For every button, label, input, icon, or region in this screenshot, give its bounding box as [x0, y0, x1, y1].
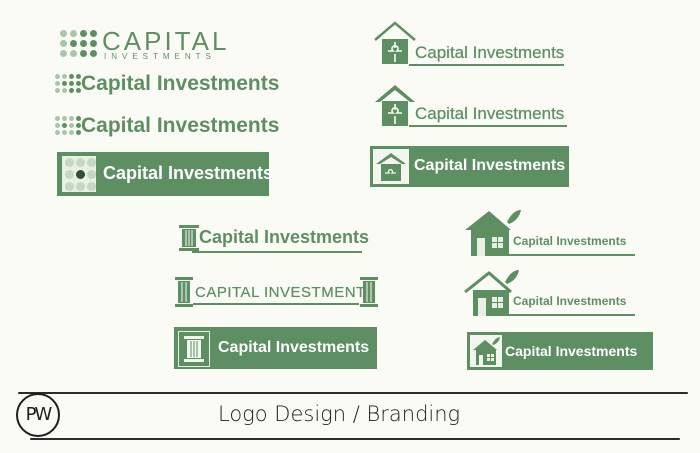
icon-frame	[178, 331, 210, 367]
logo-puzzle-2: Capital Investments	[373, 82, 568, 128]
underline-divider	[409, 125, 567, 127]
logo-subname: INVESTMENTS	[104, 52, 216, 61]
monogram-text: PW	[25, 404, 53, 425]
underline-divider	[509, 254, 635, 256]
logo-dots-box: Capital Investments	[57, 152, 273, 196]
pillar-icon	[360, 277, 378, 307]
monogram-logo: PW	[16, 393, 60, 437]
logo-dots-caps: CAPITAL INVESTMENTS	[60, 26, 260, 64]
house-leaf-icon	[464, 270, 519, 316]
underline-divider	[509, 314, 635, 316]
footer-caption: Logo Design / Branding	[218, 402, 461, 426]
logo-house-1: Capital Investments	[463, 208, 638, 258]
logo-house-2: Capital Investments	[463, 268, 638, 318]
pillar-icon	[184, 336, 204, 362]
logo-text: Capital Investments	[199, 227, 370, 247]
logo-text: Capital Investments	[415, 104, 565, 123]
logo-puzzle-1: Capital Investments	[373, 20, 568, 66]
logo-text: Capital Investments	[103, 163, 274, 183]
logo-column-1: Capital Investments	[178, 222, 369, 254]
logo-name: CAPITAL	[102, 26, 230, 56]
puzzle-house-icon	[375, 85, 415, 126]
logo-house-box: Capital Investments	[467, 332, 653, 370]
logo-column-box: Capital Investments	[174, 327, 377, 369]
dots-grid-icon	[55, 74, 81, 93]
underline-divider	[192, 251, 362, 253]
icon-frame	[373, 149, 409, 184]
icon-frame	[470, 335, 502, 367]
logo-text: Capital Investments	[513, 234, 627, 248]
logo-dots-2: Capital Investments	[55, 114, 279, 140]
footer-bottom-rule	[30, 438, 680, 440]
logo-column-caps: CAPITAL INVESTMENTS	[175, 277, 378, 309]
logo-text: CAPITAL INVESTMENTS	[195, 284, 377, 301]
logo-text: Capital Investments	[81, 72, 280, 95]
underline-divider	[193, 303, 359, 305]
footer-top-rule	[18, 392, 688, 394]
logo-text: Capital Investments	[415, 43, 565, 62]
logo-text: Capital Investments	[218, 339, 370, 356]
dots-grid-icon	[62, 156, 96, 192]
logo-text: Capital Investments	[414, 157, 566, 174]
logo-puzzle-box: Capital Investments	[370, 146, 569, 187]
logo-text: Capital Investments	[81, 114, 280, 137]
logo-dots-1: Capital Investments	[55, 72, 279, 98]
puzzle-house-icon	[374, 21, 416, 64]
dots-grid-icon	[55, 116, 81, 135]
pillar-icon	[175, 277, 193, 307]
logo-text: Capital Investments	[513, 294, 627, 308]
house-leaf-icon	[465, 210, 521, 256]
pillar-icon	[179, 225, 199, 251]
puzzle-house-icon	[376, 153, 406, 181]
house-leaf-icon	[473, 337, 500, 365]
logo-text: Capital Investments	[505, 343, 638, 359]
dots-grid-icon	[60, 30, 97, 57]
underline-divider	[409, 64, 564, 66]
